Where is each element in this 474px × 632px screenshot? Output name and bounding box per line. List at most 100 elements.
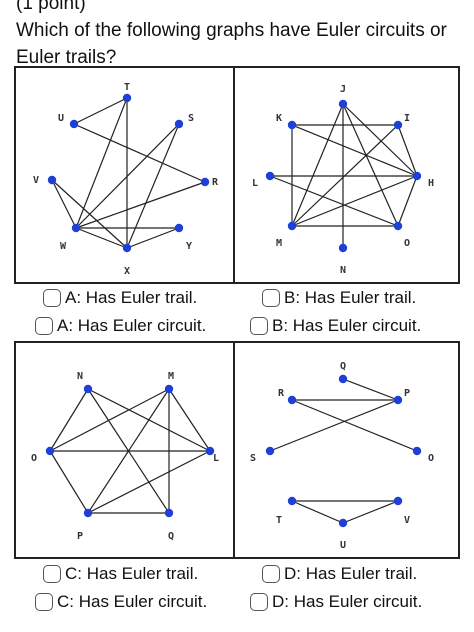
vertex-label-U: U bbox=[58, 113, 64, 124]
vertex-label-T: T bbox=[124, 82, 130, 93]
vertex-label-S: S bbox=[250, 453, 256, 464]
edge-R-W bbox=[75, 181, 206, 229]
option-a-circuit-label: A: Has Euler circuit. bbox=[57, 316, 207, 335]
vertex-label-H: H bbox=[428, 178, 434, 189]
vertex-J bbox=[338, 99, 348, 109]
edge-S-P bbox=[269, 399, 399, 452]
vertex-R bbox=[287, 395, 297, 405]
option-c-circuit-label: C: Has Euler circuit. bbox=[57, 592, 208, 611]
vertex-R bbox=[200, 177, 210, 187]
vertex-L bbox=[265, 171, 275, 181]
edge-O-H bbox=[397, 175, 418, 227]
checkbox-c-circuit[interactable] bbox=[35, 593, 53, 611]
vertex-W bbox=[71, 223, 81, 233]
edge-N-O bbox=[49, 388, 89, 452]
question-text: (1 point) Which of the following graphs … bbox=[16, 0, 447, 71]
vertex-V bbox=[47, 175, 57, 185]
edge-O-P bbox=[49, 450, 89, 514]
question-line-2: Euler trails? bbox=[16, 47, 117, 68]
vertex-S bbox=[265, 446, 275, 456]
edge-S-X bbox=[126, 123, 180, 249]
edge-T-U bbox=[291, 500, 344, 524]
option-b-euler-trail[interactable]: B: Has Euler trail. bbox=[262, 287, 416, 309]
vertex-X bbox=[122, 243, 132, 253]
edge-M-H bbox=[291, 175, 418, 227]
checkbox-d-circuit[interactable] bbox=[250, 593, 268, 611]
checkbox-c-trail[interactable] bbox=[43, 565, 61, 583]
vertex-S bbox=[174, 119, 184, 129]
edge-M-L bbox=[168, 388, 211, 452]
vertex-label-V: V bbox=[404, 515, 410, 526]
option-d-euler-circuit[interactable]: D: Has Euler circuit. bbox=[250, 591, 422, 613]
edge-W-X bbox=[75, 227, 128, 249]
vertex-V bbox=[393, 496, 403, 506]
vertex-O bbox=[45, 446, 55, 456]
checkbox-d-trail[interactable] bbox=[262, 565, 280, 583]
vertex-label-O: O bbox=[404, 238, 410, 249]
vertex-label-X: X bbox=[124, 266, 130, 277]
vertex-label-N: N bbox=[77, 371, 83, 382]
option-a-euler-circuit[interactable]: A: Has Euler circuit. bbox=[35, 315, 206, 337]
vertex-label-I: I bbox=[404, 113, 410, 124]
checkbox-b-circuit[interactable] bbox=[250, 317, 268, 335]
edge-Y-X bbox=[126, 227, 180, 249]
vertex-N bbox=[83, 384, 93, 394]
option-c-trail-label: C: Has Euler trail. bbox=[65, 564, 199, 583]
vertex-label-J: J bbox=[340, 84, 346, 95]
vertex-K bbox=[287, 120, 297, 130]
vertex-label-K: K bbox=[276, 113, 282, 124]
option-a-euler-trail[interactable]: A: Has Euler trail. bbox=[43, 287, 197, 309]
vertex-U bbox=[338, 518, 348, 528]
vertex-label-P: P bbox=[404, 388, 410, 399]
vertex-U bbox=[69, 119, 79, 129]
vertex-label-M: M bbox=[168, 371, 174, 382]
vertex-P bbox=[83, 508, 93, 518]
vertex-label-Y: Y bbox=[186, 241, 192, 252]
vertex-Q bbox=[338, 374, 348, 384]
vertex-Y bbox=[174, 223, 184, 233]
edge-U-T bbox=[73, 97, 128, 125]
checkbox-a-trail[interactable] bbox=[43, 289, 61, 307]
vertex-label-R: R bbox=[212, 177, 219, 188]
option-b-trail-label: B: Has Euler trail. bbox=[284, 288, 417, 307]
option-d-euler-trail[interactable]: D: Has Euler trail. bbox=[262, 563, 417, 585]
vertex-label-P: P bbox=[77, 531, 83, 542]
edge-U-R bbox=[73, 123, 206, 183]
option-b-circuit-label: B: Has Euler circuit. bbox=[272, 316, 422, 335]
vertex-label-L: L bbox=[213, 453, 219, 464]
vertex-I bbox=[393, 120, 403, 130]
edge-O-M bbox=[49, 388, 170, 452]
vertex-label-O: O bbox=[428, 453, 434, 464]
edge-L-O bbox=[269, 175, 399, 227]
edge-V-X bbox=[51, 179, 128, 249]
edge-Q-P bbox=[342, 378, 399, 401]
edge-K-H bbox=[291, 124, 418, 177]
vertex-label-W: W bbox=[60, 241, 67, 252]
vertex-Q bbox=[164, 508, 174, 518]
checkbox-a-circuit[interactable] bbox=[35, 317, 53, 335]
vertex-N bbox=[338, 243, 348, 253]
edge-J-M bbox=[291, 103, 344, 227]
vertex-H bbox=[412, 171, 422, 181]
vertex-O bbox=[393, 221, 403, 231]
question-line-1: Which of the following graphs have Euler… bbox=[16, 20, 447, 41]
edge-J-O bbox=[342, 103, 399, 227]
vertex-M bbox=[164, 384, 174, 394]
option-b-euler-circuit[interactable]: B: Has Euler circuit. bbox=[250, 315, 421, 337]
edge-S-W bbox=[75, 123, 180, 229]
option-c-euler-trail[interactable]: C: Has Euler trail. bbox=[43, 563, 198, 585]
checkbox-b-trail[interactable] bbox=[262, 289, 280, 307]
vertex-O bbox=[412, 446, 422, 456]
edge-P-L bbox=[87, 450, 211, 514]
vertex-label-O: O bbox=[31, 453, 37, 464]
edge-T-W bbox=[75, 97, 128, 229]
vertex-label-S: S bbox=[188, 113, 194, 124]
option-c-euler-circuit[interactable]: C: Has Euler circuit. bbox=[35, 591, 207, 613]
